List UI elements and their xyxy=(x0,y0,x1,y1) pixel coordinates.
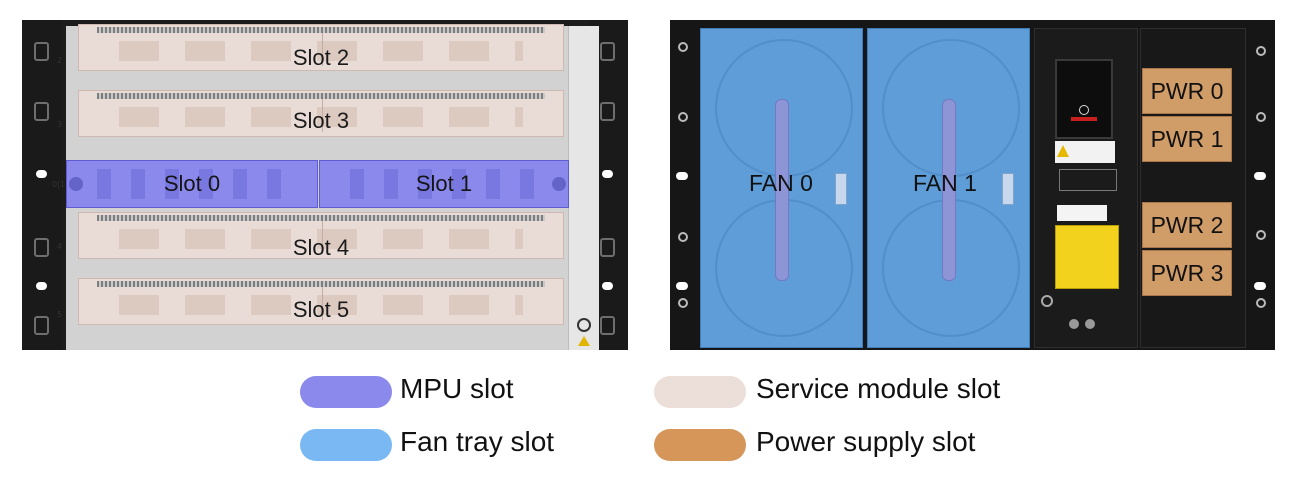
ejector-knob xyxy=(69,177,83,191)
side-plate xyxy=(568,26,599,350)
fan-tray-0[interactable]: FAN 0 xyxy=(700,28,863,348)
mount-hole xyxy=(676,172,688,180)
fan-handle xyxy=(775,99,789,281)
vent-pattern xyxy=(97,169,287,199)
screw-icon xyxy=(678,298,688,308)
power-slot-3[interactable]: PWR 3 xyxy=(1142,250,1232,296)
legend-swatch-service xyxy=(654,376,746,408)
power-icon xyxy=(1079,105,1089,115)
mount-hole xyxy=(600,42,615,61)
divider xyxy=(322,99,323,132)
power-label: PWR 2 xyxy=(1150,212,1224,238)
row-number: 0|1 xyxy=(52,180,65,189)
fan-handle xyxy=(942,99,956,281)
fan-label: FAN 1 xyxy=(913,170,977,196)
mount-hole xyxy=(600,102,615,121)
fan-latch xyxy=(835,173,847,205)
mount-hole xyxy=(36,282,47,290)
mount-hole xyxy=(36,170,47,178)
slot-label: Slot 3 xyxy=(292,108,350,133)
service-slot-4[interactable]: Slot 4 xyxy=(78,212,564,260)
power-slot-0[interactable]: PWR 0 xyxy=(1142,68,1232,114)
front-chassis: 2 3 0|1 4 5 Slot 2 Slot 3 Slot 0 Slot 1 … xyxy=(22,20,628,350)
fan-status-label xyxy=(1059,169,1117,191)
mpu-slot-1[interactable]: Slot 1 xyxy=(319,160,569,208)
divider xyxy=(322,221,323,254)
mount-hole xyxy=(676,282,688,290)
row-number: 3 xyxy=(57,120,63,129)
legend-swatch-power xyxy=(654,429,746,461)
row-number: 4 xyxy=(57,242,63,251)
legend-swatch-fan xyxy=(300,429,392,461)
screw-icon xyxy=(678,232,688,242)
row-number: 2 xyxy=(57,56,63,65)
divider xyxy=(322,33,323,66)
screw-icon xyxy=(1256,230,1266,240)
power-switch-panel xyxy=(1034,28,1138,348)
mount-hole xyxy=(34,42,49,61)
service-slot-5[interactable]: Slot 5 xyxy=(78,278,564,325)
slot-label: Slot 5 xyxy=(292,297,350,322)
rear-chassis: FAN 0 FAN 1 PWR 0 PWR 1 PWR 2 PWR 3 xyxy=(670,20,1275,350)
ground-screw-icon xyxy=(1085,319,1095,329)
mpu-slot-0[interactable]: Slot 0 xyxy=(66,160,318,208)
slot-label: Slot 4 xyxy=(292,235,350,260)
power-switch[interactable] xyxy=(1055,59,1113,139)
screw-icon xyxy=(678,112,688,122)
warning-icon xyxy=(1057,145,1069,157)
power-slot-1[interactable]: PWR 1 xyxy=(1142,116,1232,162)
mount-hole xyxy=(34,102,49,121)
mount-hole xyxy=(602,282,613,290)
legend-label-service: Service module slot xyxy=(756,373,1001,404)
power-label: PWR 3 xyxy=(1150,260,1224,286)
vent-mesh xyxy=(97,281,545,287)
mount-hole xyxy=(600,238,615,257)
vent-mesh xyxy=(97,215,545,221)
switch-indicator xyxy=(1071,117,1097,121)
legend-swatch-mpu xyxy=(300,376,392,408)
qr-code-label xyxy=(1057,205,1107,221)
ejector-knob xyxy=(552,177,566,191)
ground-screw-icon xyxy=(1069,319,1079,329)
legend-label-power: Power supply slot xyxy=(756,426,976,457)
mount-hole xyxy=(602,170,613,178)
slot-label: Slot 2 xyxy=(292,45,350,70)
screw-icon xyxy=(1256,112,1266,122)
slot-label: Slot 1 xyxy=(415,171,473,196)
mount-hole xyxy=(34,316,49,335)
fan-tray-1[interactable]: FAN 1 xyxy=(867,28,1030,348)
hazard-label xyxy=(1055,225,1119,289)
vent-mesh xyxy=(97,93,545,99)
slot-label: Slot 0 xyxy=(163,171,221,196)
service-slot-3[interactable]: Slot 3 xyxy=(78,90,564,137)
left-mounting-ear xyxy=(22,20,62,350)
vent-pattern xyxy=(119,41,523,61)
vent-pattern xyxy=(119,229,523,249)
mount-hole xyxy=(1254,172,1266,180)
divider xyxy=(322,287,323,320)
mount-hole xyxy=(600,316,615,335)
vent-mesh xyxy=(97,27,545,33)
mount-hole xyxy=(34,238,49,257)
esd-jack-icon xyxy=(577,318,591,332)
service-slot-2[interactable]: Slot 2 xyxy=(78,24,564,71)
fan-latch xyxy=(1002,173,1014,205)
power-label: PWR 0 xyxy=(1150,78,1224,104)
screw-icon xyxy=(678,42,688,52)
vent-pattern xyxy=(350,169,538,199)
legend-label-mpu: MPU slot xyxy=(400,373,514,404)
vent-pattern xyxy=(119,295,523,315)
screw-icon xyxy=(1256,46,1266,56)
vent-pattern xyxy=(119,107,523,127)
warning-label xyxy=(1055,141,1115,163)
power-label: PWR 1 xyxy=(1150,126,1224,152)
fan-label: FAN 0 xyxy=(749,170,813,196)
legend-label-fan: Fan tray slot xyxy=(400,426,555,457)
row-number: 5 xyxy=(57,310,63,319)
screw-icon xyxy=(1041,295,1053,307)
mount-hole xyxy=(1254,282,1266,290)
power-slot-2[interactable]: PWR 2 xyxy=(1142,202,1232,248)
warning-icon xyxy=(578,336,590,346)
screw-icon xyxy=(1256,298,1266,308)
